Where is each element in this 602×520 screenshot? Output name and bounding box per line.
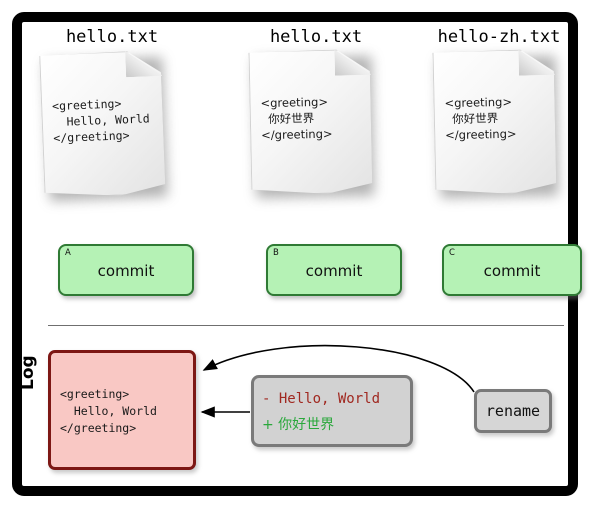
log-entry-box[interactable]: <greeting> Hello, World </greeting>	[48, 350, 196, 470]
commit-label-a: commit	[97, 262, 155, 280]
document-content-2: <greeting> 你好世界 </greeting>	[260, 94, 333, 143]
file-title-2: hello.txt	[269, 27, 363, 47]
commit-node-a[interactable]: A commit	[58, 244, 194, 296]
document-hello-zh: <greeting> 你好世界 </greeting>	[248, 49, 383, 202]
diff-added-line: + 你好世界	[262, 417, 335, 433]
diagram-content: hello.txt hello.txt hello-zh.txt <greeti…	[18, 22, 582, 486]
rename-label: rename	[485, 402, 541, 420]
document-hello-zh-renamed: <greeting> 你好世界 </greeting>	[432, 49, 567, 202]
commit-tag-b: B	[273, 248, 279, 258]
commit-tag-a: A	[65, 248, 71, 258]
commit-node-b[interactable]: B commit	[266, 244, 402, 296]
file-title-1: hello.txt	[65, 27, 159, 47]
file-title-3: hello-zh.txt	[437, 27, 561, 47]
log-entry-content: <greeting> Hello, World </greeting>	[60, 387, 157, 435]
document-content-1: <greeting> Hello, World </greeting>	[51, 96, 150, 146]
rename-operation-box[interactable]: rename	[474, 389, 552, 433]
document-hello-en: <greeting> Hello, World </greeting>	[39, 50, 177, 205]
diff-box[interactable]: - Hello, World + 你好世界	[251, 375, 413, 447]
commit-tag-c: C	[449, 248, 455, 258]
log-section-label: Log	[18, 355, 38, 390]
commit-label-c: commit	[483, 262, 541, 280]
commit-label-b: commit	[305, 262, 363, 280]
commit-node-c[interactable]: C commit	[442, 244, 582, 296]
document-content-3: <greeting> 你好世界 </greeting>	[444, 94, 517, 143]
diff-removed-line: - Hello, World	[262, 391, 381, 407]
section-divider	[48, 325, 564, 326]
